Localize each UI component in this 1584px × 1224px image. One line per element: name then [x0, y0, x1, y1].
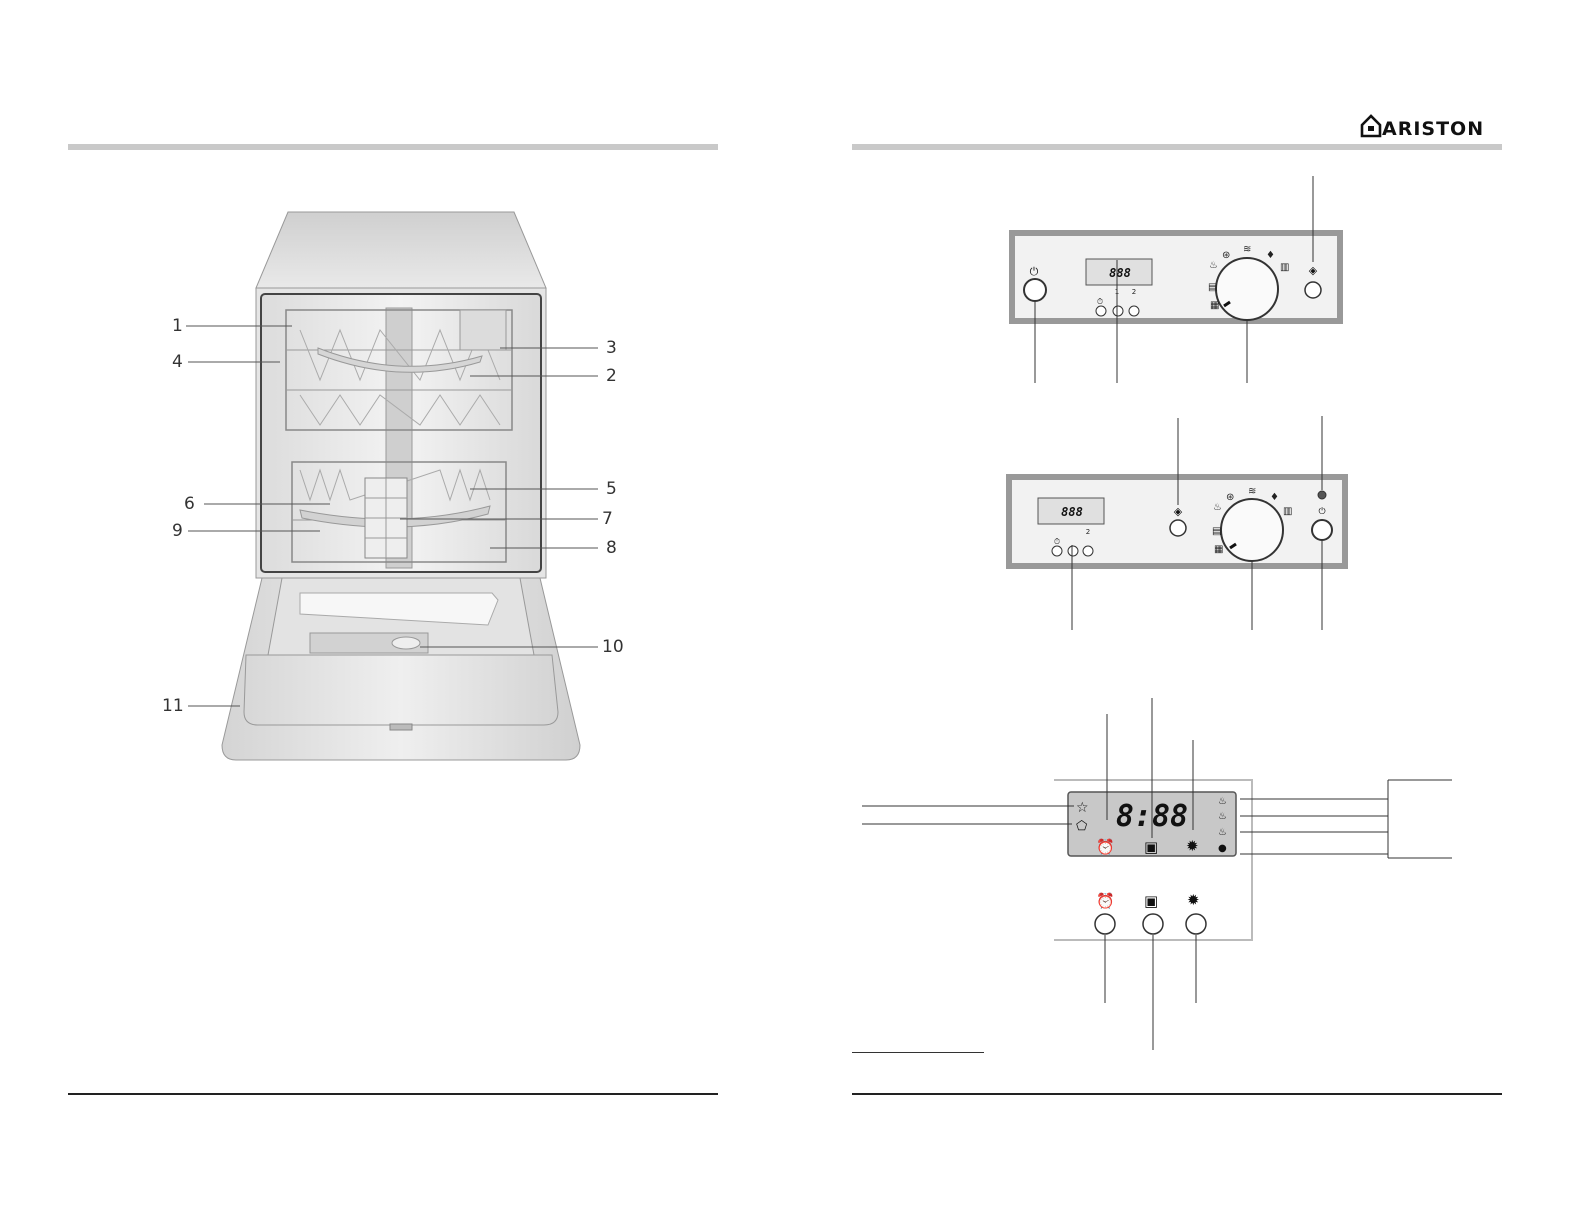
callout-8: 8 [606, 538, 617, 558]
svg-text:♨: ♨ [1213, 502, 1222, 513]
program-knob[interactable] [1216, 258, 1278, 320]
svg-text:✹: ✹ [1186, 837, 1199, 855]
svg-text:✹: ✹ [1187, 891, 1200, 909]
svg-text:●: ● [1218, 843, 1227, 854]
start-button[interactable] [1305, 282, 1321, 298]
short-underline [852, 1052, 984, 1053]
right-footer-rule [852, 1093, 1502, 1095]
svg-text:⏻: ⏻ [1318, 506, 1325, 517]
half-load-button[interactable] [1143, 914, 1163, 934]
svg-text:⊛: ⊛ [1222, 250, 1230, 261]
svg-text:888: 888 [1061, 505, 1083, 519]
brand-name: ARISTON [1382, 118, 1485, 140]
svg-text:≋: ≋ [1248, 486, 1256, 497]
svg-text:▥: ▥ [1280, 262, 1289, 273]
callout-4: 4 [172, 352, 183, 372]
callout-9: 9 [172, 521, 183, 541]
callout-7: 7 [602, 509, 613, 529]
svg-text:▦: ▦ [1214, 544, 1223, 555]
svg-text:⏰: ⏰ [1096, 837, 1115, 856]
house-logo-icon [1360, 114, 1382, 138]
svg-text:▤: ▤ [1212, 526, 1221, 537]
svg-text:⊛: ⊛ [1226, 492, 1234, 503]
svg-text:▥: ▥ [1283, 506, 1292, 517]
left-footer-rule [68, 1093, 718, 1095]
svg-text:♨: ♨ [1218, 827, 1227, 838]
program-knob-b[interactable] [1221, 499, 1283, 561]
svg-text:⏻: ⏻ [1030, 265, 1039, 278]
svg-text:◈: ◈ [1174, 505, 1183, 518]
svg-text:⏱: ⏱ [1097, 297, 1103, 306]
callout-11: 11 [162, 696, 184, 716]
start-button-b[interactable] [1170, 520, 1186, 536]
svg-text:≋: ≋ [1243, 244, 1251, 255]
callout-5: 5 [606, 479, 617, 499]
dishwasher-illustration [186, 211, 598, 761]
right-header-bar [852, 144, 1502, 150]
svg-text:♨: ♨ [1218, 796, 1227, 807]
svg-text:2: 2 [1132, 288, 1136, 296]
callout-1: 1 [172, 316, 183, 336]
svg-text:◈: ◈ [1309, 264, 1318, 277]
callout-10: 10 [602, 637, 624, 657]
svg-text:▣: ▣ [1144, 892, 1158, 910]
svg-text:⬠: ⬠ [1076, 819, 1088, 834]
svg-text:⏰: ⏰ [1096, 891, 1115, 910]
svg-text:♨: ♨ [1218, 811, 1227, 822]
svg-text:♨: ♨ [1209, 260, 1218, 271]
svg-text:▦: ▦ [1210, 300, 1219, 311]
delay-timer-button[interactable] [1095, 914, 1115, 934]
on-off-button[interactable] [1023, 278, 1047, 302]
svg-text:888: 888 [1109, 266, 1131, 280]
sun-dry-button[interactable] [1186, 914, 1206, 934]
svg-text:♦: ♦ [1266, 250, 1275, 261]
on-off-button-b[interactable] [1312, 520, 1332, 540]
svg-text:2: 2 [1086, 528, 1090, 536]
svg-text:⏱: ⏱ [1054, 537, 1060, 546]
callout-6: 6 [184, 494, 195, 514]
svg-text:♦: ♦ [1270, 492, 1279, 503]
svg-text:▣: ▣ [1144, 838, 1158, 856]
left-header-bar [68, 144, 718, 150]
callout-2: 2 [606, 366, 617, 386]
svg-text:▤: ▤ [1208, 282, 1217, 293]
callout-3: 3 [606, 338, 617, 358]
svg-text:☆: ☆ [1076, 800, 1089, 816]
